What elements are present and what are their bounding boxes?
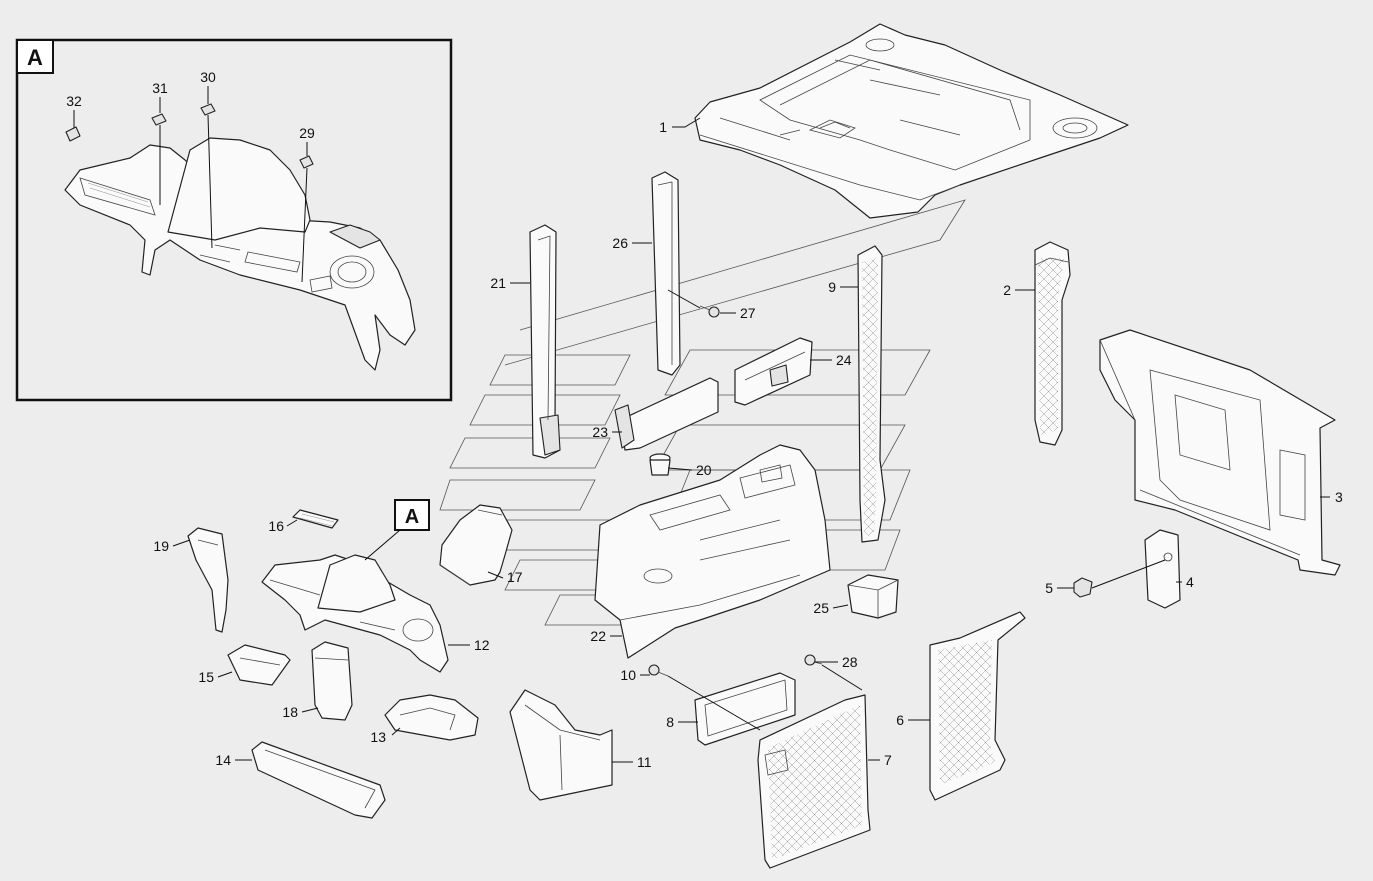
part-label-31: 31: [152, 80, 168, 96]
part-label-30: 30: [200, 69, 216, 85]
part-11-lower-trim: [509, 689, 613, 801]
part-19-side-bracket: [187, 527, 229, 633]
part-20-cup: [649, 453, 671, 476]
part-27-screw: [699, 305, 720, 318]
part-label-7: 7: [884, 752, 892, 768]
part-4-cover-plate: [1144, 529, 1181, 609]
part-labels: 1 2 3 4 5 6 7 8 9 10 11 12 13 14 15 16 1…: [153, 119, 1343, 770]
part-1-headliner: [694, 23, 1129, 219]
part-label-1: 1: [659, 119, 667, 135]
part-label-23: 23: [592, 424, 608, 440]
part-3-rear-wall-panel: [1099, 329, 1341, 576]
part-17-air-duct: [439, 504, 513, 586]
part-23-bracket: [614, 377, 719, 451]
part-label-32: 32: [66, 93, 82, 109]
part-8-trim-ring: [694, 672, 796, 746]
part-15-vent: [227, 644, 291, 686]
part-label-14: 14: [215, 752, 231, 768]
part-label-17: 17: [507, 569, 523, 585]
part-label-29: 29: [299, 125, 315, 141]
part-label-25: 25: [813, 600, 829, 616]
part-18-box: [311, 641, 353, 721]
part-label-28: 28: [842, 654, 858, 670]
detail-leader-lines: [73, 86, 308, 283]
part-label-5: 5: [1045, 580, 1053, 596]
part-2-pillar-trim: [1034, 241, 1071, 446]
part-12-dash-panel: [261, 554, 449, 673]
leader-lines: [172, 117, 1330, 763]
part-label-15: 15: [198, 669, 214, 685]
part-label-21: 21: [490, 275, 506, 291]
part-label-8: 8: [666, 714, 674, 730]
part-9-long-pillar: [857, 245, 886, 543]
part-26-pillar-trim: [651, 171, 681, 376]
callout-a: A: [364, 499, 430, 561]
part-label-2: 2: [1003, 282, 1011, 298]
part-13-duct: [384, 694, 479, 741]
part-label-6: 6: [896, 712, 904, 728]
part-label-20: 20: [696, 462, 712, 478]
part-label-10: 10: [620, 667, 636, 683]
part-label-22: 22: [590, 628, 606, 644]
part-label-3: 3: [1335, 489, 1343, 505]
part-21-a-pillar: [529, 224, 561, 459]
part-28-screw: [804, 654, 823, 666]
part-6-side-liner: [929, 611, 1026, 801]
part-label-11: 11: [637, 754, 652, 770]
part-label-13: 13: [370, 729, 386, 745]
part-label-9: 9: [828, 279, 836, 295]
detail-view-tag: A: [27, 45, 43, 70]
detail-dash-panel: [64, 137, 416, 371]
part-5-clip: [1073, 559, 1166, 598]
part-10-screw: [648, 664, 669, 677]
part-label-18: 18: [282, 704, 298, 720]
part-7-lower-trim-panel: [757, 694, 871, 869]
callout-tag: A: [405, 506, 419, 528]
part-label-4: 4: [1186, 574, 1194, 590]
part-label-16: 16: [268, 518, 284, 534]
part-22-side-trim-panel: [594, 444, 831, 659]
part-label-24: 24: [836, 352, 852, 368]
detail-clip-pads: [65, 103, 314, 169]
part-24-module: [734, 337, 813, 406]
part-label-12: 12: [474, 637, 490, 653]
part-label-19: 19: [153, 538, 169, 554]
part-14-storage-tray: [251, 741, 386, 819]
part-label-27: 27: [740, 305, 756, 321]
detail-view-a: A 32 31 30 29: [15, 38, 453, 402]
part-25-basket: [847, 574, 899, 619]
part-label-26: 26: [612, 235, 628, 251]
part-16-grille: [292, 509, 339, 529]
